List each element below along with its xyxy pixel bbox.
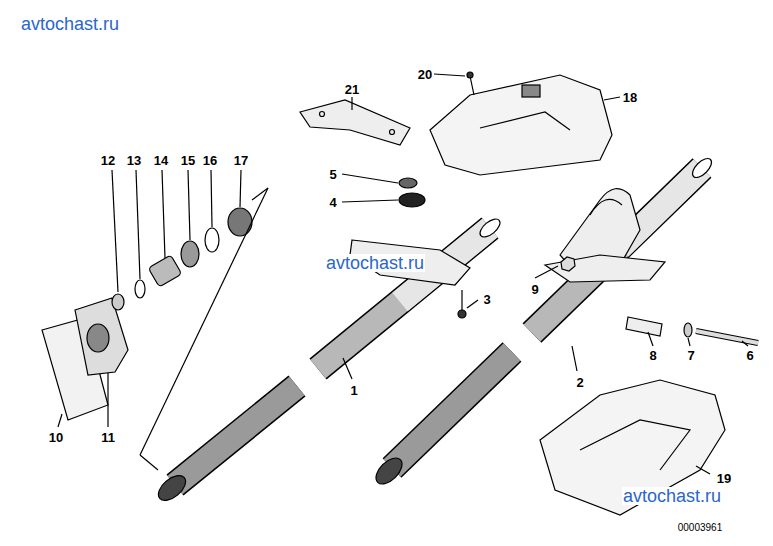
drawing-code: 00003961 [677, 523, 724, 533]
callout-number: 5 [328, 168, 337, 181]
callout-number: 10 [48, 431, 64, 444]
callout-number: 8 [648, 349, 657, 362]
callout-number: 4 [328, 196, 337, 209]
callout-number: 2 [575, 376, 584, 389]
callout-number: 12 [100, 154, 116, 167]
callout-number: 17 [233, 154, 249, 167]
callout-number: 15 [180, 154, 196, 167]
callout-number: 6 [745, 349, 754, 362]
callout-number: 7 [686, 349, 695, 362]
callout-number: 9 [530, 283, 539, 296]
callout-number: 20 [417, 68, 433, 81]
callout-number: 11 [100, 431, 116, 444]
callout-number: 18 [622, 91, 638, 104]
callout-number: 21 [344, 83, 360, 96]
watermark: avtochast.ru [20, 15, 120, 33]
callout-number: 1 [349, 384, 358, 397]
watermark: avtochast.ru [325, 254, 425, 272]
callout-number: 14 [153, 154, 169, 167]
callout-number: 16 [202, 154, 218, 167]
callout-number: 13 [126, 154, 142, 167]
callout-number: 19 [716, 472, 732, 485]
callout-number: 3 [482, 293, 491, 306]
watermark: avtochast.ru [622, 487, 722, 505]
